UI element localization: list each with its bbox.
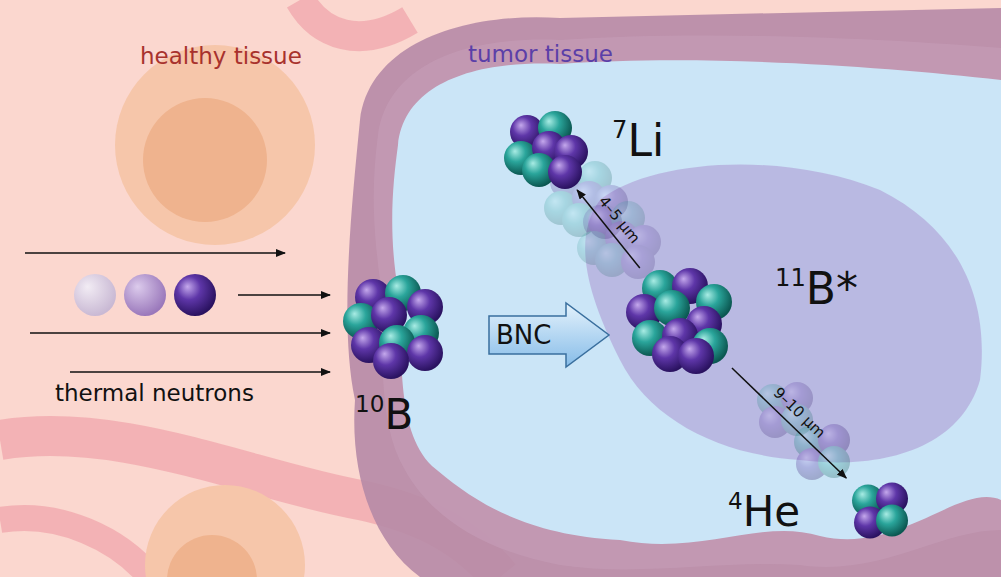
neutron-ball bbox=[124, 274, 166, 316]
nucleus-cluster bbox=[343, 275, 443, 379]
node-label: 4He bbox=[728, 490, 800, 533]
nucleus-cluster bbox=[852, 483, 908, 539]
healthy-cell bbox=[115, 45, 315, 245]
healthy-cell bbox=[145, 485, 305, 577]
node-label: 7Li bbox=[612, 118, 664, 163]
boron-10-nucleus: 10B bbox=[340, 275, 450, 375]
distance-arrow bbox=[732, 368, 846, 478]
cluster-art bbox=[500, 110, 590, 190]
block-arrow-shape bbox=[489, 303, 609, 367]
boron-11-nucleus: 11B* bbox=[625, 268, 735, 368]
lithium-7-nucleus: 7Li bbox=[500, 110, 590, 190]
cluster-art bbox=[625, 268, 735, 368]
neutron-arrow bbox=[238, 294, 330, 295]
region-label: healthy tissue bbox=[140, 45, 302, 68]
mass-number: 7 bbox=[612, 116, 627, 144]
blood-vessel bbox=[300, 0, 410, 36]
capture-arrow: BNC bbox=[488, 302, 610, 368]
neutron-sphere bbox=[818, 446, 850, 478]
neutron-ball bbox=[174, 274, 216, 316]
proton-sphere bbox=[678, 338, 714, 374]
node-label: 10B bbox=[355, 393, 413, 436]
nucleus-cluster bbox=[626, 268, 732, 374]
region-label: thermal neutrons bbox=[55, 382, 254, 405]
mass-number: 4 bbox=[728, 488, 743, 514]
node-label: tumor tissue bbox=[468, 43, 613, 66]
tumor-layer bbox=[374, 35, 1001, 569]
proton-sphere bbox=[548, 155, 582, 189]
neutron-arrow bbox=[25, 252, 285, 253]
tumor-layer bbox=[392, 60, 1001, 544]
proton-sphere bbox=[373, 343, 409, 379]
cell-nucleus bbox=[143, 98, 267, 222]
node-label: 11B* bbox=[775, 266, 858, 311]
neutron-sphere bbox=[876, 505, 908, 537]
cell-nucleus bbox=[167, 535, 257, 577]
nucleus-cluster bbox=[504, 111, 588, 189]
blood-vessel bbox=[0, 518, 150, 577]
node-label: BNC bbox=[496, 322, 551, 348]
mass-number: 10 bbox=[355, 391, 384, 417]
tumor-region: tumor tissueBNC 11B* 7Li 4He bbox=[340, 0, 1001, 577]
mass-number: 11 bbox=[775, 264, 806, 292]
cluster-art bbox=[340, 275, 450, 375]
neutron-arrow bbox=[30, 332, 330, 333]
cluster-art bbox=[845, 478, 915, 543]
proton-sphere bbox=[407, 335, 443, 371]
helium-4-nucleus: 4He bbox=[845, 478, 915, 543]
tumor-layer bbox=[347, 8, 1001, 577]
neutron-ball bbox=[74, 274, 116, 316]
neutron-arrow bbox=[70, 371, 330, 372]
